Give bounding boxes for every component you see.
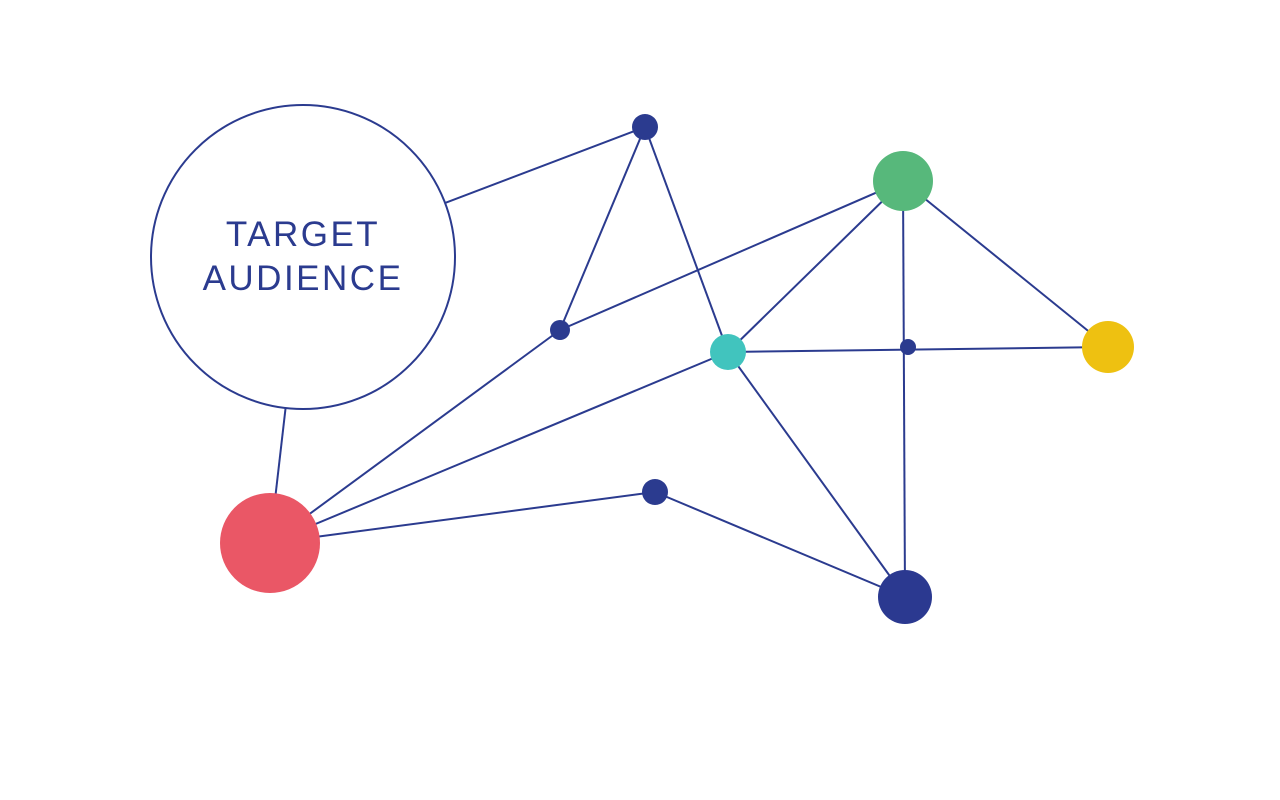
node-yellow bbox=[1082, 321, 1134, 373]
edge-n-top-n-mid bbox=[559, 126, 646, 331]
node-small-navy-crossing bbox=[900, 339, 916, 355]
edge-n-top-n-teal bbox=[644, 126, 729, 353]
edge-n-red-n-low bbox=[269, 491, 656, 544]
node-small-navy-lower bbox=[642, 479, 668, 505]
edge-n-teal-n-green bbox=[727, 180, 904, 353]
node-small-navy-middle bbox=[550, 320, 570, 340]
node-small-navy-top bbox=[632, 114, 658, 140]
node-red bbox=[220, 493, 320, 593]
edge-n-mid-n-green bbox=[559, 180, 904, 331]
edge-n-teal-n-yellow bbox=[727, 346, 1109, 353]
node-navy-large bbox=[878, 570, 932, 624]
node-green bbox=[873, 151, 933, 211]
edge-n-green-n-yellow bbox=[902, 180, 1109, 348]
node-teal bbox=[710, 334, 746, 370]
edge-n-red-n-teal bbox=[269, 351, 729, 544]
edge-n-teal-n-navy bbox=[727, 351, 906, 598]
target-audience-circle bbox=[150, 104, 456, 410]
edge-n-low-n-navy bbox=[654, 491, 906, 598]
edge-n-green-n-navy bbox=[902, 180, 906, 598]
edge-n-mid-n-red bbox=[269, 329, 561, 544]
